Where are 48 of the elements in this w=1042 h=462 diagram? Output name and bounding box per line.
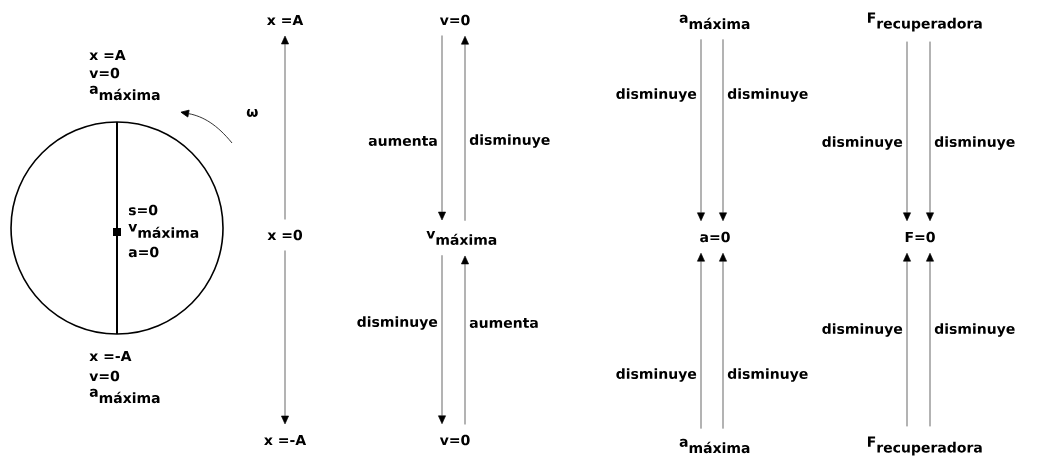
arrow [719, 252, 727, 429]
quantity-label: $\textbf{F}_{\textbf{recuperadora}}$ [868, 436, 982, 456]
quantity-label: $\textbf{v}_{\textbf{máxima}}$ [426, 230, 497, 246]
annotation-text: v=0 [89, 67, 120, 79]
quantity-label: $\textbf{a}_{\textbf{máxima}}$ [679, 14, 750, 30]
annotation-text: x =-A [89, 350, 132, 362]
edge-label: disminuye [820, 135, 904, 151]
quantity-label: v=0 [439, 434, 470, 446]
arrow [281, 35, 289, 220]
edge-label: disminuye [820, 322, 904, 338]
edge-label: disminuye [355, 315, 439, 331]
arrow [903, 252, 911, 427]
arrow [438, 254, 446, 425]
quantity-label: $\textbf{a}_{\textbf{máxima}}$ [679, 438, 750, 454]
edge-label: disminuye [468, 133, 552, 149]
annotation-text: $\textbf{v}_{\textbf{máxima}}$ [128, 223, 199, 239]
annotation-text: $\textbf{a}_{\textbf{máxima}}$ [89, 388, 160, 404]
edge-label: disminuye [933, 135, 1017, 151]
arrow [281, 250, 289, 425]
quantity-label: $\textbf{F}_{\textbf{recuperadora}}$ [868, 12, 982, 32]
edge-label: disminuye [726, 367, 810, 383]
annotation-text: x =A [89, 49, 126, 61]
arrow [697, 252, 705, 429]
arrow [461, 255, 469, 425]
edge-label: aumenta [468, 317, 540, 329]
quantity-label: x =A [267, 14, 304, 26]
edge-label: disminuye [933, 322, 1017, 338]
annotation-text: a=0 [128, 246, 159, 258]
omega-label: ω [246, 109, 258, 117]
edge-label: aumenta [367, 135, 439, 147]
edge-label: disminuye [726, 87, 810, 103]
quantity-label: x =-A [264, 434, 307, 446]
arrow [438, 35, 446, 221]
quantity-label: a=0 [700, 231, 730, 243]
arrow [926, 252, 934, 427]
edge-label: disminuye [614, 367, 698, 383]
arrow [719, 39, 727, 222]
arrow [926, 41, 934, 222]
annotation-text: v=0 [89, 370, 120, 382]
quantity-label: F=0 [905, 231, 935, 243]
arrow [461, 35, 469, 222]
annotation-text: s=0 [128, 204, 158, 216]
quantity-label: v=0 [439, 14, 470, 26]
edge-label: disminuye [614, 87, 698, 103]
arrow [697, 39, 705, 222]
annotation-text: $\textbf{a}_{\textbf{máxima}}$ [89, 85, 160, 101]
arrow [903, 41, 911, 222]
quantity-label: x =0 [267, 229, 303, 241]
